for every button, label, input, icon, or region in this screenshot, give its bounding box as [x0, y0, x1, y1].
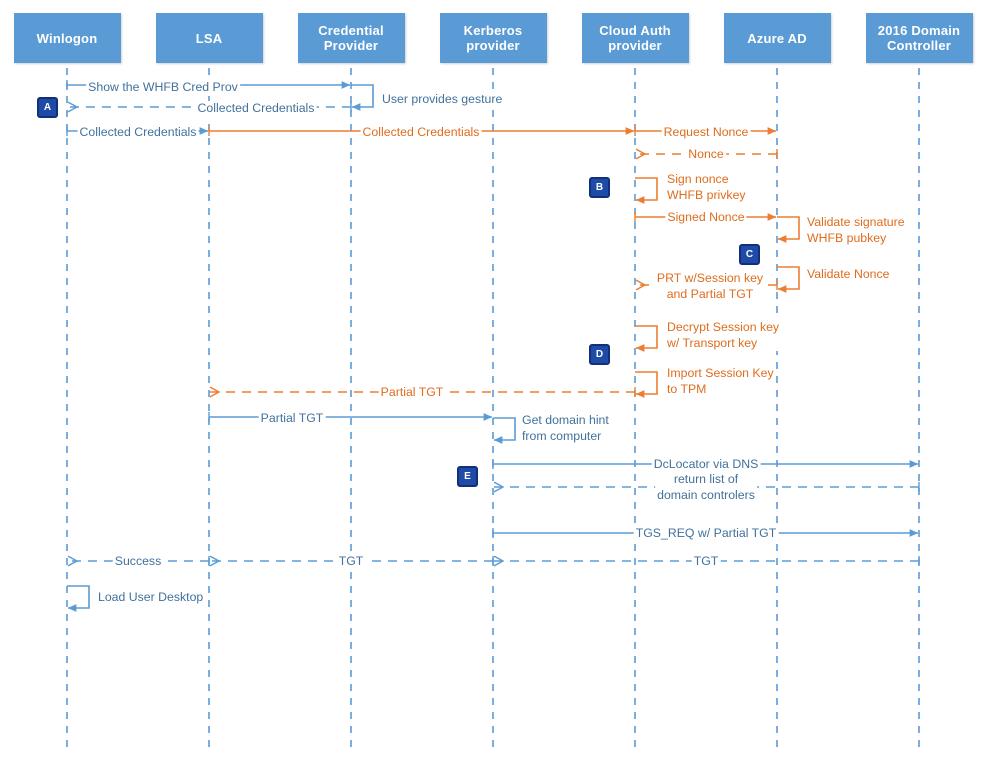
message-label-m16: Partial TGT — [258, 411, 326, 427]
message-label-m24: Load User Desktop — [96, 590, 206, 606]
message-label-m21: TGT — [691, 554, 721, 570]
message-m2 — [68, 102, 352, 112]
step-badge-d[interactable]: D — [589, 344, 610, 365]
message-label-m7: Nonce — [686, 147, 726, 163]
message-m8 — [635, 177, 658, 204]
message-m24 — [67, 585, 90, 612]
step-badge-b[interactable]: B — [589, 177, 610, 198]
participant-header-lsa[interactable]: LSA — [155, 13, 263, 63]
message-label-m1: Show the WHFB Cred Prov — [86, 80, 240, 96]
participant-label: Winlogon — [36, 30, 98, 46]
message-label-m5: Collected Credentials — [360, 125, 482, 141]
message-m16 — [208, 412, 493, 422]
step-badge-e[interactable]: E — [457, 466, 478, 487]
message-m14 — [635, 371, 658, 398]
message-label-m15: Partial TGT — [378, 385, 446, 401]
message-m17 — [493, 417, 516, 444]
message-label-m11: Validate Nonce — [805, 267, 892, 283]
message-label-m9: Signed Nonce — [665, 210, 747, 226]
message-label-m17: Get domain hint from computer — [520, 413, 611, 444]
message-label-m20: TGS_REQ w/ Partial TGT — [633, 526, 779, 542]
message-label-m23: Success — [112, 554, 164, 570]
participant-label: LSA — [195, 30, 223, 46]
messages-group — [66, 80, 920, 612]
message-label-m3: User provides gesture — [380, 92, 505, 108]
message-m11 — [777, 266, 800, 293]
participant-label: Azure AD — [747, 30, 807, 46]
message-label-m10: Validate signature WHFB pubkey — [805, 215, 907, 246]
participant-header-winlogon[interactable]: Winlogon — [13, 13, 121, 63]
step-badge-c[interactable]: C — [739, 244, 760, 265]
message-label-m22: TGT — [336, 554, 366, 570]
message-label-m8: Sign nonce WHFB privkey — [665, 172, 748, 203]
message-label-m18: DcLocator via DNS — [651, 457, 761, 473]
message-m3 — [351, 84, 374, 111]
message-label-m2: Collected Credentials — [195, 101, 317, 117]
message-label-m4: Collected Credentials — [77, 125, 199, 141]
participant-header-azuread[interactable]: Azure AD — [723, 13, 831, 63]
message-m13 — [635, 325, 658, 352]
message-label-m19: return list of domain controlers — [655, 472, 757, 503]
message-m22 — [210, 556, 494, 566]
message-label-m14: Import Session Key to TPM — [665, 366, 776, 397]
message-label-m13: Decrypt Session key w/ Transport key — [665, 320, 782, 351]
step-badge-a[interactable]: A — [37, 97, 58, 118]
message-label-m12: PRT w/Session key and Partial TGT — [654, 271, 766, 302]
message-m10 — [777, 216, 800, 243]
message-label-m6: Request Nonce — [661, 125, 751, 141]
lifelines-group — [66, 68, 920, 752]
